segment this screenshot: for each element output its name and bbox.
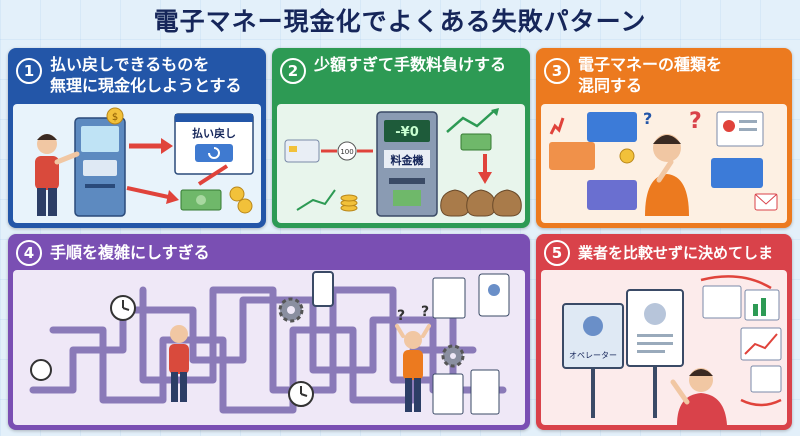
panel-title: 少額すぎて手数料負けする	[314, 55, 507, 74]
panel-title: 電子マネーの種類を 混同する	[578, 55, 723, 95]
person-icon	[670, 368, 727, 425]
clock-icon	[30, 295, 314, 407]
panel-header: 2 少額すぎて手数料負けする	[272, 48, 530, 104]
card-icon	[284, 139, 320, 163]
question-mark-icon: ?	[643, 109, 652, 128]
mail-icon	[754, 193, 778, 211]
confused-person-icon	[645, 134, 689, 216]
panel-header: 4 手順を複雑にしすぎる	[8, 234, 530, 274]
panel-illustration: オペレーター	[541, 270, 787, 425]
document-icon	[432, 373, 464, 415]
page-title: 電子マネー現金化でよくある失敗パターン	[153, 7, 647, 36]
panel-no-comparison: 5 業者を比較せずに決めてしまう オペレーター	[536, 234, 792, 430]
card-icon	[549, 112, 763, 210]
phone-icon	[312, 271, 334, 307]
stressed-person-icon	[395, 324, 431, 412]
panel-fee-loss: 2 少額すぎて手数料負けする 100 -¥0 料金機	[272, 48, 530, 228]
panel-title: 払い戻しできるものを 無理に現金化しようとする	[50, 55, 242, 95]
panel-number: 3	[544, 58, 570, 84]
profile-signboard	[626, 289, 684, 418]
question-mark-icon: ?	[421, 304, 429, 320]
coin-icon	[619, 148, 635, 164]
coin-stack-icon	[340, 194, 358, 212]
question-mark-icon: ?	[689, 109, 702, 134]
panel-header: 1 払い戻しできるものを 無理に現金化しようとする	[8, 48, 266, 104]
comparison-chart-icon	[702, 285, 782, 393]
coin-icon	[337, 141, 357, 161]
panel-illustration: ? ?	[541, 104, 787, 223]
panel-title: 手順を複雑にしすぎる	[50, 243, 210, 262]
refresh-icon	[208, 147, 220, 159]
machine-label: 料金機	[391, 153, 424, 167]
refund-window: 払い戻し	[174, 113, 254, 175]
gear-icon	[278, 297, 465, 368]
operator-label: オペレーター	[569, 351, 617, 360]
panel-illustration: $ 払い戻し	[13, 104, 261, 223]
fee-machine-icon: -¥0 料金機	[376, 111, 438, 217]
panel-number: 2	[280, 58, 306, 84]
panel-type-confusion: 3 電子マネーの種類を 混同する ? ?	[536, 48, 792, 228]
panel-number: 4	[16, 240, 42, 266]
svg-text:100: 100	[340, 148, 353, 156]
document-icon	[470, 369, 500, 415]
document-icon	[432, 277, 466, 319]
person-icon	[169, 325, 189, 402]
operator-signboard: オペレーター	[562, 303, 624, 418]
panel-header: 3 電子マネーの種類を 混同する	[536, 48, 792, 104]
atm-machine-icon: $	[74, 107, 126, 217]
question-mark-icon: ?	[397, 308, 405, 324]
machine-display: -¥0	[395, 125, 419, 140]
panel-illustration: ? ?	[13, 270, 525, 425]
panel-number: 5	[544, 240, 570, 266]
panel-complex-steps: 4 手順を複雑にしすぎる	[8, 234, 530, 430]
svg-text:$: $	[112, 112, 118, 123]
cash-icon	[180, 186, 253, 214]
panel-header: 5 業者を比較せずに決めてしまう	[536, 234, 792, 288]
panel-number: 1	[16, 58, 42, 84]
person-icon	[35, 134, 80, 216]
avatar	[583, 316, 603, 336]
cash-icon	[460, 133, 492, 151]
chart-window-icon	[716, 111, 764, 147]
refund-label: 払い戻し	[192, 126, 236, 140]
panel-refundable-cashout: 1 払い戻しできるものを 無理に現金化しようとする $	[8, 48, 266, 228]
panel-illustration: 100 -¥0 料金機	[277, 104, 525, 223]
money-bag-icon	[440, 189, 522, 217]
